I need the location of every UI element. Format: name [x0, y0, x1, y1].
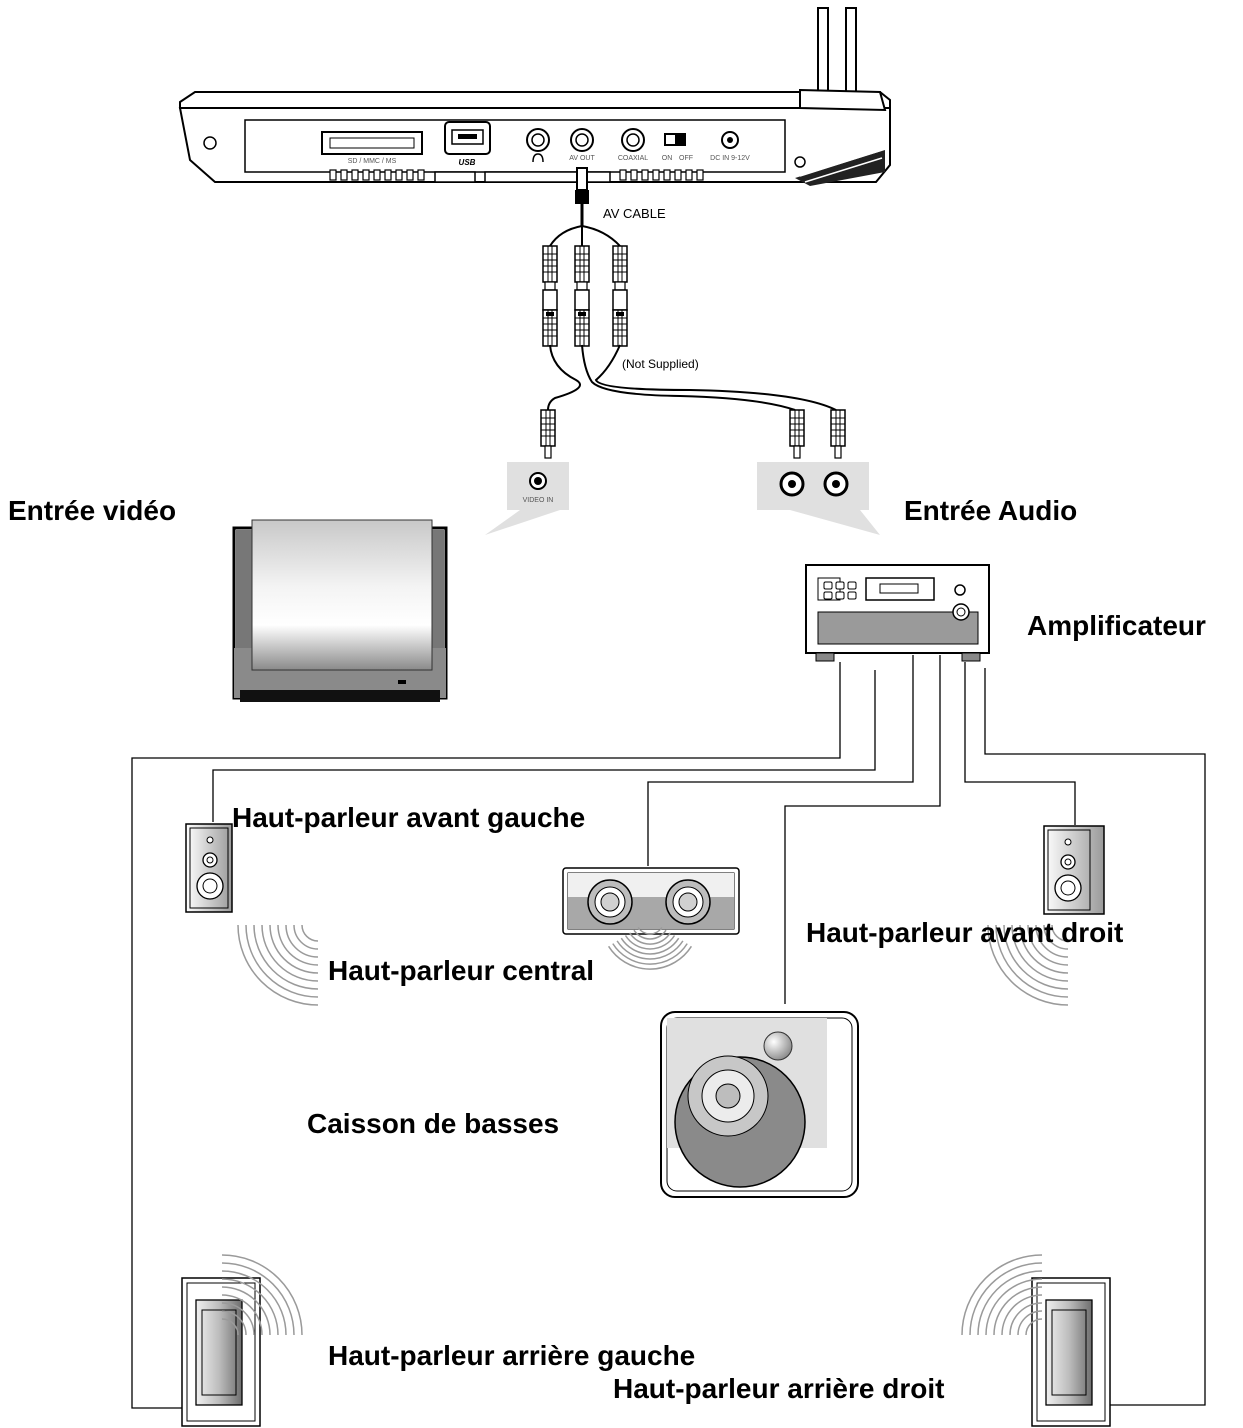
switch-on-label: ON — [662, 155, 673, 162]
audio-input-label: Entrée Audio — [904, 495, 1078, 526]
video-input-label: Entrée vidéo — [8, 495, 177, 526]
rear-left-speaker-label: Haut-parleur arrière gauche — [328, 1340, 696, 1371]
sound-waves — [221, 924, 1069, 1336]
center-speaker — [562, 867, 740, 935]
television — [232, 519, 448, 702]
subwoofer-label: Caisson de basses — [307, 1108, 560, 1139]
front-right-speaker-label: Haut-parleur avant droit — [806, 917, 1124, 948]
dc-in-label: DC IN 9-12V — [710, 155, 750, 162]
vent-slots — [329, 169, 704, 181]
av-cable: AV CABLE (Not Supplied) — [540, 167, 846, 459]
rear-left-speaker — [181, 1277, 261, 1427]
coaxial-jack: COAXIAL — [618, 128, 648, 162]
video-in-callout: VIDEO IN — [485, 462, 569, 535]
front-left-speaker-label: Haut-parleur avant gauche — [232, 802, 586, 833]
av-cable-label: AV CABLE — [603, 206, 666, 221]
av-out-jack: AV OUT — [569, 128, 595, 162]
front-left-speaker — [185, 823, 233, 913]
not-supplied-label: (Not Supplied) — [622, 357, 699, 371]
usb-port: USB — [444, 121, 491, 167]
dvd-player-side-view: SD / MMC / MS USB AV OUT COAXIAL — [178, 7, 891, 186]
card-slot-label: SD / MMC / MS — [348, 158, 397, 165]
switch-off-label: OFF — [679, 155, 693, 162]
rear-right-speaker-label: Haut-parleur arrière droit — [613, 1373, 945, 1404]
power-switch: ON OFF — [662, 133, 693, 162]
usb-label: USB — [459, 158, 476, 167]
amplifier-label: Amplificateur — [1027, 610, 1206, 641]
subwoofer — [660, 1011, 859, 1198]
rear-right-speaker — [1031, 1277, 1111, 1427]
headphone-jack — [526, 128, 550, 163]
coaxial-label: COAXIAL — [618, 155, 648, 162]
headphone-icon — [532, 153, 544, 163]
dc-in-jack: DC IN 9-12V — [710, 131, 750, 162]
audio-in-callout — [757, 462, 880, 535]
front-right-speaker — [1043, 825, 1105, 915]
card-slot: SD / MMC / MS — [321, 131, 423, 165]
av-out-label: AV OUT — [569, 155, 595, 162]
center-speaker-label: Haut-parleur central — [328, 955, 595, 986]
amplifier — [805, 564, 990, 662]
video-in-port-label: VIDEO IN — [523, 497, 554, 504]
speaker-wires — [131, 655, 1206, 1409]
